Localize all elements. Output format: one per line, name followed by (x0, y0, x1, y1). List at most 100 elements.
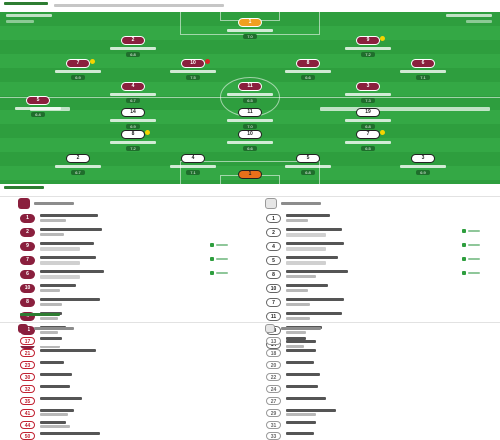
home-player-6[interactable]: 8 6.6 (285, 59, 331, 81)
player-tag (40, 247, 80, 251)
list-item[interactable]: 5 (266, 254, 496, 268)
away-crest-icon (265, 198, 277, 209)
penalty-box-bottom (180, 161, 320, 184)
home-shirt: 8 (296, 59, 320, 68)
away-player-11[interactable]: 1 (227, 170, 273, 184)
home-player-4[interactable]: 7 6.9 (55, 59, 101, 81)
home-player-1[interactable]: 1 7.0 (227, 18, 273, 40)
yellow-card-icon (90, 59, 95, 64)
list-item[interactable]: 21 (20, 347, 250, 358)
shirt-number: 35 (20, 397, 35, 405)
list-item[interactable]: 9 (20, 240, 250, 254)
list-item[interactable]: 44 (20, 419, 250, 429)
player-position (286, 219, 308, 222)
shirt-number: 7 (266, 298, 281, 307)
player-name (40, 298, 100, 301)
home-player-10[interactable]: 3 7.3 (345, 82, 391, 104)
away-player-7[interactable]: 2 6.7 (55, 154, 101, 176)
away-shirt: 14 (121, 108, 145, 117)
player-position (286, 303, 310, 306)
player-name (40, 337, 62, 340)
away-player-9[interactable]: 5 6.8 (285, 154, 331, 176)
player-name (345, 47, 391, 50)
home-team-name (34, 327, 74, 330)
home-player-2[interactable]: 2 6.8 (110, 36, 156, 58)
list-item[interactable]: 7 (266, 296, 496, 310)
list-item[interactable]: 1 (266, 212, 496, 226)
player-position (40, 233, 64, 236)
home-player-7[interactable]: 6 7.1 (400, 59, 446, 81)
yellow-card-icon (145, 130, 150, 135)
list-item[interactable]: 41 (20, 407, 250, 418)
list-item[interactable]: 1 (20, 212, 250, 226)
shirt-number: 10 (266, 284, 281, 293)
player-name (286, 214, 330, 217)
substitution-event (210, 271, 230, 275)
away-player-2[interactable]: 11 7.0 (227, 108, 273, 130)
home-player-3[interactable]: 9 7.2 (345, 36, 391, 58)
list-item[interactable]: 32 (20, 383, 250, 394)
list-item[interactable]: 13 (266, 335, 496, 346)
list-item[interactable]: 33 (266, 430, 496, 440)
list-item[interactable]: 2 (20, 226, 250, 240)
list-item[interactable]: 24 (266, 383, 496, 394)
home-shirt: 2 (121, 36, 145, 45)
away-team-name (281, 327, 321, 330)
player-rating: 6.5 (243, 98, 257, 103)
away-player-8[interactable]: 4 7.1 (170, 154, 216, 176)
player-tag (40, 275, 80, 279)
list-item[interactable]: 2 (266, 226, 496, 240)
shirt-number: 18 (266, 349, 281, 357)
away-player-5[interactable]: 10 6.6 (227, 130, 273, 152)
list-item[interactable]: 11 (266, 310, 496, 324)
player-name (110, 47, 156, 50)
player-rating: 6.6 (301, 75, 315, 80)
away-player-10[interactable]: 3 6.9 (400, 154, 446, 176)
player-rating: 7.0 (243, 34, 257, 39)
shirt-number: 31 (266, 421, 281, 429)
away-player-3[interactable]: 19 6.8 (345, 108, 391, 130)
list-item[interactable]: 7 (20, 254, 250, 268)
away-coach-label (320, 107, 490, 111)
list-item[interactable]: 50 (20, 430, 250, 440)
player-name (40, 373, 72, 376)
list-item[interactable]: 4 (266, 240, 496, 254)
list-item[interactable]: 23 (20, 359, 250, 370)
home-shirt: 11 (238, 82, 262, 91)
list-item[interactable]: 29 (266, 407, 496, 418)
list-item[interactable]: 8 (20, 296, 250, 310)
event-minute (216, 244, 228, 246)
list-item[interactable]: 31 (266, 419, 496, 429)
pitch-stripe (0, 54, 500, 68)
list-item[interactable]: 22 (266, 371, 496, 382)
player-name (170, 165, 216, 168)
away-player-1[interactable]: 14 6.9 (110, 108, 156, 130)
home-player-9[interactable]: 11 6.5 (227, 82, 273, 104)
list-item[interactable]: 10 (266, 282, 496, 296)
list-item[interactable]: 27 (266, 395, 496, 406)
shirt-number: 4 (266, 242, 281, 251)
player-position (286, 345, 304, 348)
player-name (345, 119, 391, 122)
list-item[interactable]: 17 (20, 335, 250, 346)
away-player-6[interactable]: 7 6.5 (345, 130, 391, 152)
list-item[interactable]: 10 (20, 282, 250, 296)
home-player-8[interactable]: 4 6.7 (110, 82, 156, 104)
player-name (40, 242, 94, 245)
event-minute (468, 230, 480, 232)
event-minute (216, 272, 228, 274)
list-item[interactable]: 20 (266, 359, 496, 370)
list-item[interactable]: 6 (20, 268, 250, 282)
list-item[interactable]: 35 (20, 395, 250, 406)
away-player-4[interactable]: 8 7.2 (110, 130, 156, 152)
home-player-11[interactable]: 5 6.4 (15, 96, 61, 118)
list-item[interactable]: 30 (20, 371, 250, 382)
away-shirt: 5 (296, 154, 320, 163)
shirt-number: 33 (266, 432, 281, 440)
player-position (286, 317, 310, 320)
player-rating: 7.0 (243, 124, 257, 129)
home-player-5[interactable]: 10 7.5 (170, 59, 216, 81)
home-shirt: 1 (238, 18, 262, 27)
list-item[interactable]: 18 (266, 347, 496, 358)
list-item[interactable]: 8 (266, 268, 496, 282)
